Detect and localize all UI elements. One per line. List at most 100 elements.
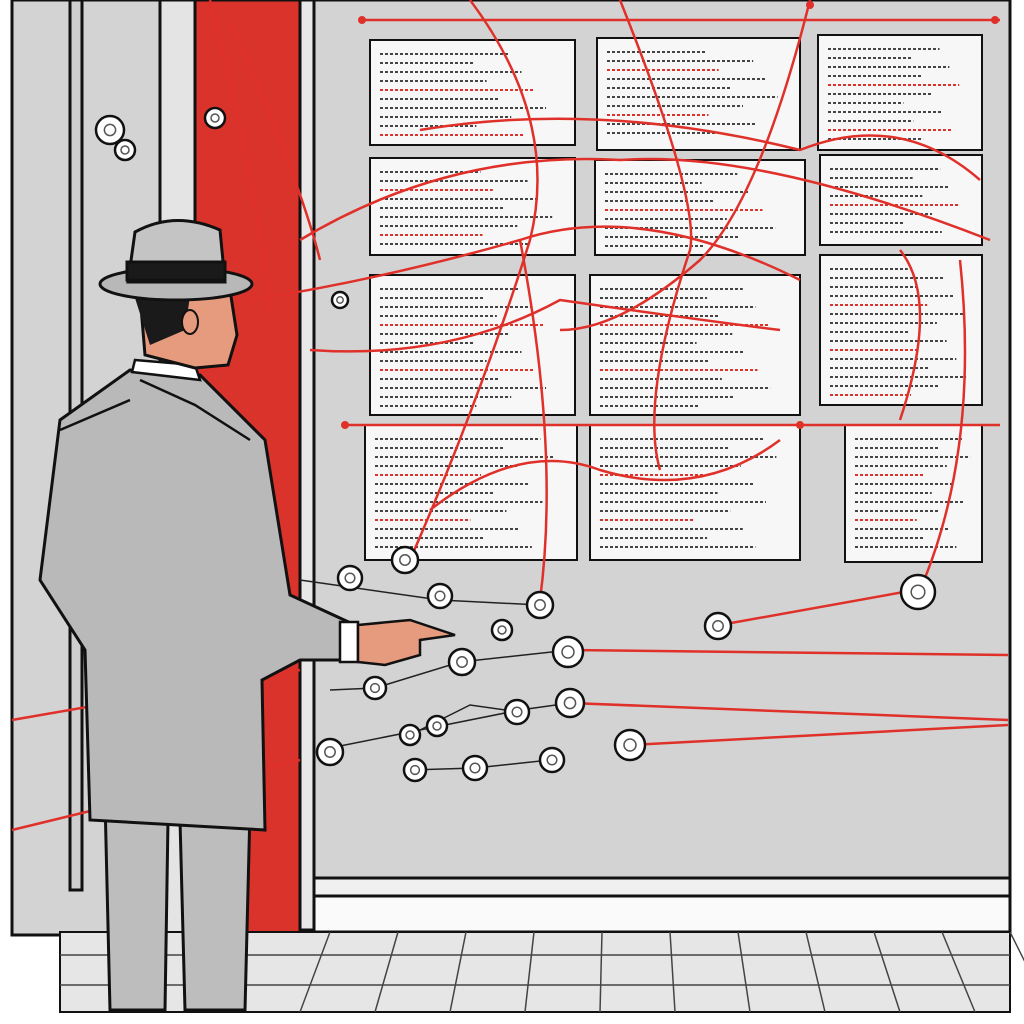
black-string	[439, 599, 541, 606]
red-string	[569, 648, 1009, 657]
pin-center	[434, 590, 446, 602]
pin-head	[525, 590, 555, 620]
pin-center	[563, 696, 577, 710]
pin-center	[324, 746, 336, 758]
red-string	[898, 249, 922, 421]
black-string	[319, 702, 571, 751]
red-string	[618, 0, 693, 471]
detective	[38, 219, 456, 1012]
pin-center	[336, 296, 344, 304]
pin-head	[551, 635, 585, 669]
floor-tile-line	[374, 931, 399, 1013]
pin-head	[538, 746, 566, 774]
pin-center	[120, 145, 130, 155]
floor-tile-line	[737, 931, 751, 1013]
pin-head	[461, 754, 489, 782]
document-sheet	[844, 424, 983, 563]
push-pin	[426, 582, 454, 610]
pin-center	[546, 754, 558, 766]
pin-center	[511, 706, 523, 718]
pin-head	[425, 714, 449, 738]
push-pin	[538, 746, 566, 774]
fedora-hat	[98, 219, 254, 302]
pin-head	[447, 647, 477, 677]
pin-head	[330, 290, 350, 310]
pin-center	[623, 738, 637, 752]
push-pin	[447, 647, 477, 677]
shirt-cuff	[338, 620, 360, 664]
pin-head	[113, 138, 137, 162]
pin-head	[503, 698, 531, 726]
pin-center	[399, 554, 411, 566]
push-pin	[113, 138, 137, 162]
pin-center	[210, 113, 220, 123]
paper	[819, 254, 983, 406]
pin-head	[613, 728, 647, 762]
red-string	[208, 0, 272, 311]
board-documents	[364, 34, 983, 563]
floor-tile-line	[524, 931, 535, 1013]
push-pin	[525, 590, 555, 620]
red-string	[569, 701, 1009, 722]
pin-head	[94, 114, 126, 146]
document-sheet	[369, 39, 576, 146]
pin-head	[398, 723, 422, 747]
pin-center	[910, 584, 926, 600]
pin-head	[336, 564, 364, 592]
pin-center	[712, 620, 724, 632]
floor-tile-line	[941, 931, 976, 1013]
paper	[369, 39, 576, 146]
red-string	[429, 438, 781, 511]
pin-center	[561, 645, 575, 659]
floor-tile-line	[449, 931, 467, 1013]
push-pin	[336, 564, 364, 592]
document-sheet	[819, 154, 983, 246]
coat	[38, 368, 357, 832]
pin-head	[203, 106, 227, 130]
paper	[589, 274, 801, 416]
push-pin	[203, 106, 227, 130]
pin-center	[456, 656, 468, 668]
push-pin	[461, 754, 489, 782]
push-pin	[330, 290, 350, 310]
red-string	[629, 723, 1009, 747]
red-string	[408, 0, 539, 561]
pin-head	[402, 757, 428, 783]
pointing-hand	[356, 618, 456, 667]
push-pin	[425, 714, 449, 738]
push-pin	[390, 545, 420, 575]
paper	[594, 159, 806, 256]
paper	[817, 34, 983, 151]
red-pin	[796, 421, 804, 429]
pin-center	[432, 721, 442, 731]
floor-tile-line	[299, 931, 331, 1013]
push-pin	[398, 723, 422, 747]
paper	[596, 37, 801, 151]
red-string	[309, 298, 781, 353]
push-pin	[613, 728, 647, 762]
pin-center	[405, 730, 415, 740]
baseboard	[312, 876, 1012, 934]
push-pin	[315, 737, 345, 767]
document-sheet	[819, 254, 983, 406]
red-string	[719, 588, 916, 627]
pin-head	[390, 545, 420, 575]
pin-head	[426, 582, 454, 610]
push-pin	[490, 618, 514, 642]
pin-center	[534, 599, 546, 611]
pin-head	[490, 618, 514, 642]
document-sheet	[369, 157, 576, 256]
push-pin	[94, 114, 126, 146]
pin-center	[103, 123, 117, 137]
pin-center	[409, 764, 421, 776]
document-sheet	[589, 424, 801, 561]
push-pin	[551, 635, 585, 669]
pin-head	[554, 687, 586, 719]
push-pin	[402, 757, 428, 783]
paper	[369, 274, 576, 416]
red-string	[299, 157, 991, 242]
ear	[181, 309, 199, 335]
pin-center	[344, 572, 356, 584]
hair	[135, 296, 190, 345]
document-sheet	[817, 34, 983, 151]
